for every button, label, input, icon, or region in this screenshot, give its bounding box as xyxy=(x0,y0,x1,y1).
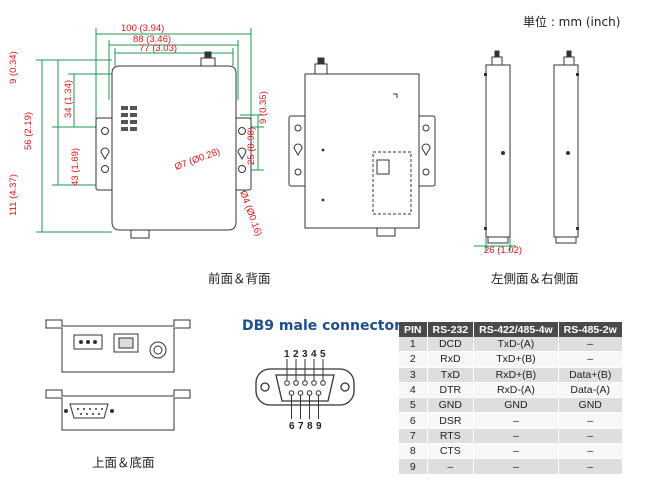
caption-front-back: 前面＆背面 xyxy=(208,271,271,286)
db9-title: DB9 male connector xyxy=(242,318,401,334)
dim-width-88: 88 (3.46) xyxy=(133,34,171,45)
db9-pin-label-4: 4 xyxy=(311,349,317,360)
cell-rs232: TxD xyxy=(427,367,475,383)
col-header-rs422-485-4w: RS-422/485-4w xyxy=(473,322,559,337)
dim-h-9-top: 9 (0.34) xyxy=(8,51,19,84)
right-side-body xyxy=(553,64,579,238)
table-row: 2 RxD TxD+(B) – xyxy=(399,351,623,368)
pin-table-header: PIN RS-232 RS-422/485-4w RS-485-2w xyxy=(399,322,623,337)
cell-rs232: DTR xyxy=(427,382,475,399)
cell-pin: 4 xyxy=(399,382,428,399)
mount-holes xyxy=(100,127,247,173)
table-row: 8 CTS – – xyxy=(399,443,623,460)
pin-assignment-table: PIN RS-232 RS-422/485-4w RS-485-2w 1 DCD… xyxy=(399,322,623,475)
dim-h-34: 34 (1.34) xyxy=(63,80,74,118)
db9-pin-label-8: 8 xyxy=(307,421,313,432)
db9-pin-label-3: 3 xyxy=(302,349,308,360)
table-row: 7 RTS – – xyxy=(399,428,623,445)
cell-pin: 8 xyxy=(399,443,428,460)
cell-rs232: – xyxy=(427,458,475,475)
unit-label: 単位 : mm (inch) xyxy=(523,15,621,29)
cell-pin: 3 xyxy=(399,367,428,383)
cell-rs422: – xyxy=(473,412,559,429)
cell-rs485: Data+(B) xyxy=(558,367,623,383)
cell-rs485: – xyxy=(558,458,623,475)
cell-rs422: RxD-(A) xyxy=(473,382,559,399)
cell-rs232: DCD xyxy=(427,337,475,353)
bottom-view-body xyxy=(45,389,191,431)
back-view-drawing xyxy=(288,57,436,237)
cell-pin: 9 xyxy=(399,458,428,475)
cell-rs422: RxD+(B) xyxy=(473,367,559,383)
cell-rs485: – xyxy=(558,337,623,353)
db9-face xyxy=(275,374,335,402)
cell-rs422: – xyxy=(473,443,559,460)
cell-rs485: – xyxy=(558,428,623,445)
db9-pin-label-5: 5 xyxy=(320,349,326,360)
db9-connector-drawing: 1 2 3 4 5 6 7 8 9 xyxy=(255,349,355,432)
db9-screw-left xyxy=(260,382,270,392)
cell-pin: 1 xyxy=(399,337,428,353)
device-front-body xyxy=(111,65,237,231)
left-side-body xyxy=(485,64,511,238)
db9-pin-label-9: 9 xyxy=(316,421,322,432)
top-antenna-base xyxy=(200,57,216,67)
cell-rs485: – xyxy=(558,443,623,460)
cell-pin: 2 xyxy=(399,351,428,368)
col-header-pin: PIN xyxy=(399,322,428,337)
cell-rs422: TxD+(B) xyxy=(473,351,559,368)
db9-pin-label-2: 2 xyxy=(293,349,299,360)
cell-pin: 7 xyxy=(399,428,428,445)
led-array xyxy=(121,106,137,131)
dim-h-43: 43 (1.69) xyxy=(70,148,81,186)
side-views-drawing: 26 (1.02) xyxy=(474,50,579,255)
cell-rs422: GND xyxy=(473,397,559,414)
cell-pin: 5 xyxy=(399,397,428,414)
cell-rs232: CTS xyxy=(427,443,475,460)
table-row: 6 DSR – – xyxy=(399,412,623,429)
bottom-connector xyxy=(130,229,150,239)
dim-width-100: 100 (3.94) xyxy=(121,23,164,34)
table-row: 1 DCD TxD-(A) – xyxy=(399,337,623,353)
db9-screw-right xyxy=(340,382,350,392)
dim-h-25: 25 (0.98) xyxy=(246,127,257,165)
table-row: 4 DTR RxD-(A) Data-(A) xyxy=(399,382,623,399)
top-bottom-drawing xyxy=(45,319,191,431)
cell-rs422: – xyxy=(473,458,559,475)
table-row: 9 – – – xyxy=(399,458,623,475)
dim-hole-4: Ø4 (Ø0.16) xyxy=(237,189,264,237)
db9-port-bottom xyxy=(69,403,109,419)
front-view-drawing: 100 (3.94) 88 (3.46) 77 (3.03) 9 (0.34) … xyxy=(8,23,269,239)
table-row: 5 GND GND GND xyxy=(399,397,623,414)
cell-rs232: RTS xyxy=(427,428,475,445)
dim-h-56: 56 (2.19) xyxy=(23,112,34,150)
cell-rs422: TxD-(A) xyxy=(473,337,559,353)
db9-pin-label-6: 6 xyxy=(289,421,295,432)
dim-h-9-right: 9 (0.35) xyxy=(258,91,269,124)
cell-rs422: – xyxy=(473,428,559,445)
col-header-rs485-2w: RS-485-2w xyxy=(558,322,623,337)
cell-rs232: RxD xyxy=(427,351,475,368)
dim-depth-26: 26 (1.02) xyxy=(484,245,522,255)
cell-rs485: – xyxy=(558,412,623,429)
table-row: 3 TxD RxD+(B) Data+(B) xyxy=(399,367,623,383)
cell-rs232: GND xyxy=(427,397,475,414)
cell-pin: 6 xyxy=(399,412,428,429)
cell-rs232: DSR xyxy=(427,412,475,429)
cell-rs485: Data-(A) xyxy=(558,382,623,399)
col-header-rs232: RS-232 xyxy=(427,322,475,337)
cell-rs485: – xyxy=(558,351,623,368)
dim-width-77: 77 (3.03) xyxy=(139,43,177,54)
cell-rs485: GND xyxy=(558,397,623,414)
caption-top-bottom: 上面＆底面 xyxy=(92,455,155,470)
dim-h-111: 111 (4.37) xyxy=(8,174,19,216)
db9-pin-label-1: 1 xyxy=(284,349,290,360)
caption-left-right: 左側面＆右側面 xyxy=(491,271,579,286)
db9-pin-label-7: 7 xyxy=(298,421,304,432)
